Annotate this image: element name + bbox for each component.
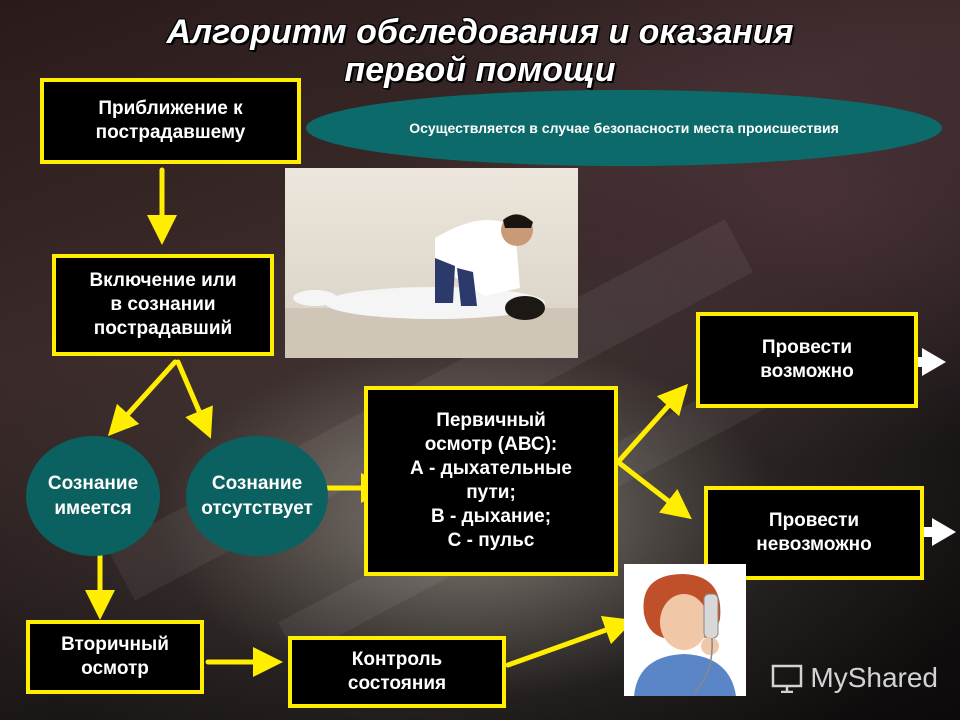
arrow-check-to-unconscious: [175, 359, 213, 439]
unconscious-label: Сознание отсутствует: [201, 473, 313, 519]
conscious-label: Сознание имеется: [47, 473, 139, 519]
monitoring-box: Контроль состояния: [288, 636, 506, 708]
possible-label: Провести возможно: [760, 337, 854, 382]
approach-label: Приближение к пострадавшему: [95, 98, 246, 143]
phone-call-illustration: [624, 564, 746, 696]
primary-exam-label: Первичный осмотр (АВС): А - дыхательные …: [410, 410, 572, 551]
arrow-check-to-conscious: [107, 359, 178, 437]
unconscious-oval: Сознание отсутствует: [186, 436, 328, 556]
secondary-exam-label: Вторичный осмотр: [61, 634, 169, 679]
conscious-oval: Сознание имеется: [26, 436, 160, 556]
page-title-line1: Алгоритм обследования и оказания: [166, 13, 794, 51]
arrow-primary-to-impossible: [615, 459, 692, 520]
rescuer-photo: [285, 168, 578, 358]
safety-note-oval: Осуществляется в случае безопасности мес…: [306, 90, 942, 166]
consciousness-check-label: Включение или в сознании пострадавший: [89, 270, 237, 339]
presentation-icon: [772, 664, 803, 693]
primary-exam-box: Первичный осмотр (АВС): А - дыхательные …: [364, 386, 618, 576]
watermark: MyShared: [770, 662, 938, 694]
secondary-exam-box: Вторичный осмотр: [26, 620, 204, 694]
page-title-line2: первой помощи: [344, 51, 616, 89]
arrow-primary-to-possible: [615, 383, 689, 465]
monitoring-label: Контроль состояния: [347, 649, 447, 694]
possible-box: Провести возможно: [696, 312, 918, 408]
arrow-monitoring-to-phone: [505, 615, 635, 668]
impossible-label: Провести невозможно: [756, 510, 872, 555]
consciousness-check-box: Включение или в сознании пострадавший: [52, 254, 274, 356]
safety-note-text: Осуществляется в случае безопасности мес…: [409, 120, 839, 136]
approach-box: Приближение к пострадавшему: [40, 78, 301, 164]
watermark-text: MyShared: [810, 662, 938, 693]
